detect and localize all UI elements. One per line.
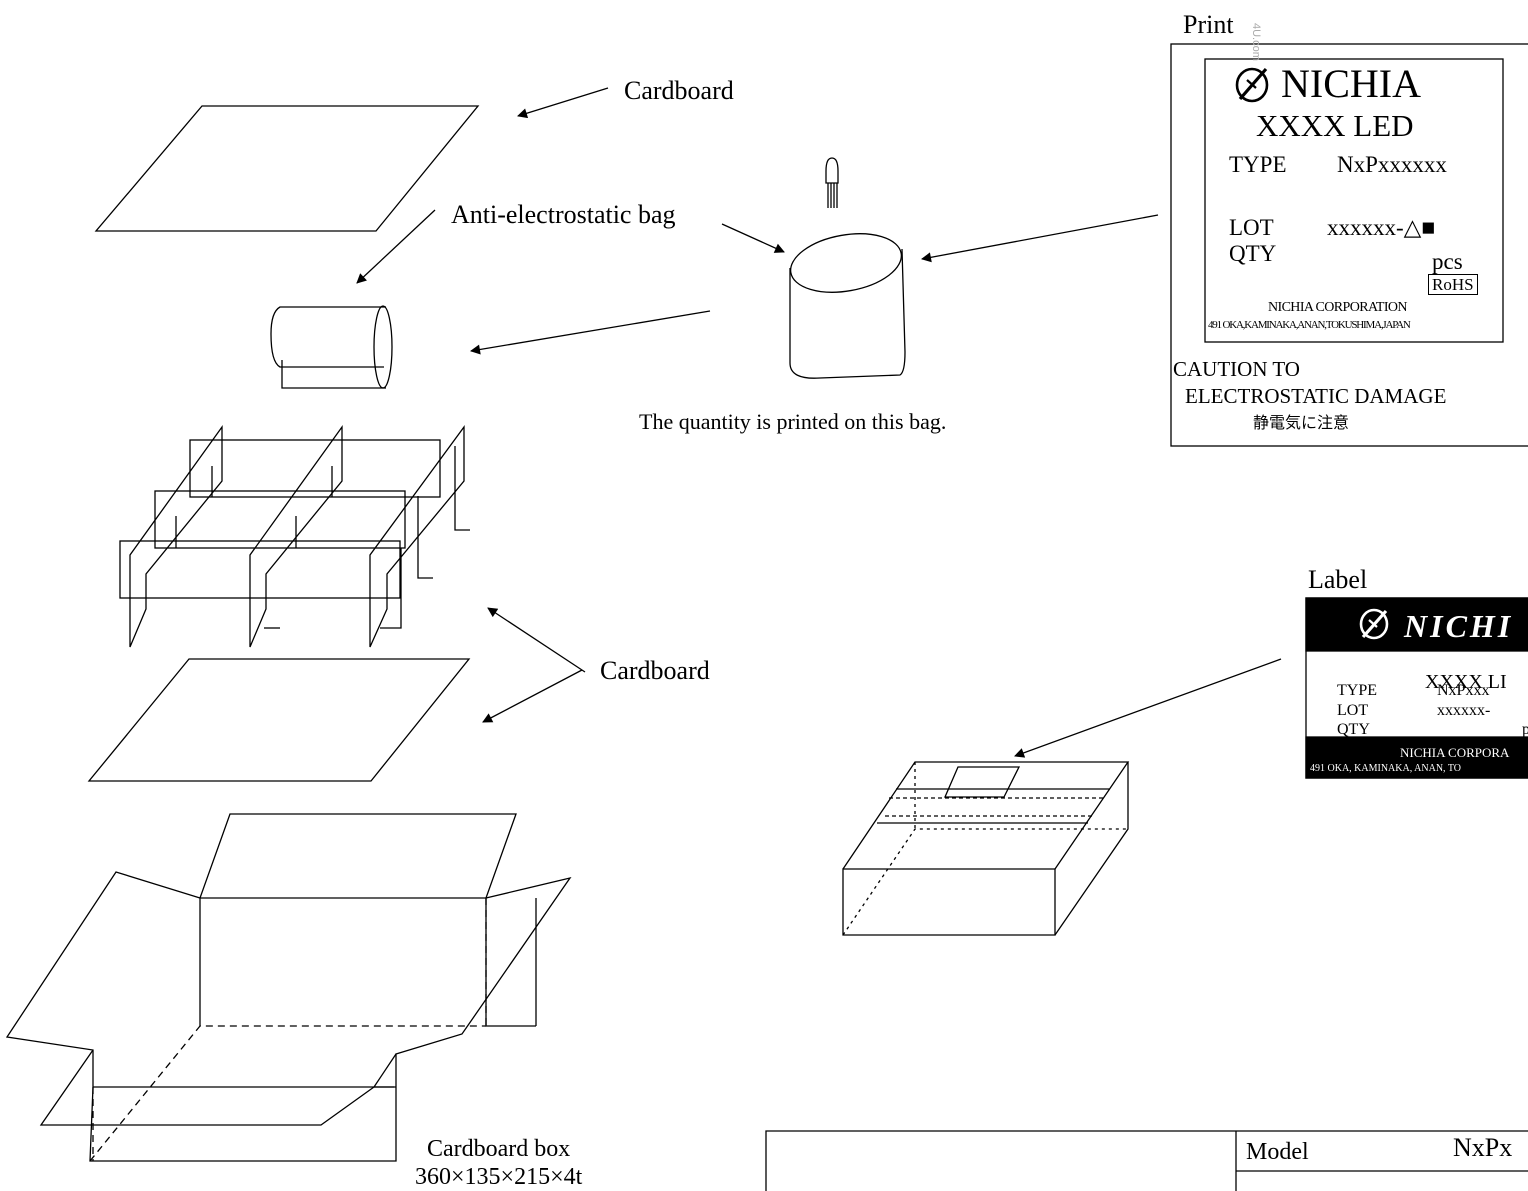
label-address: 491 OKA, KAMINAKA, ANAN, TO <box>1310 763 1462 774</box>
print-type-value: NxPxxxxxx <box>1337 152 1447 177</box>
arrow-cardboard-middle <box>482 669 583 723</box>
cardboard-box-dims: 360×135×215×4t <box>415 1164 583 1190</box>
label-panel-title: Label <box>1308 565 1368 594</box>
label-lot-label: LOT <box>1337 702 1369 719</box>
leader-arrows <box>356 87 1282 758</box>
arrow-bag-to-roll <box>356 209 436 284</box>
print-panel-title: Print <box>1183 10 1234 39</box>
nichia-logo-label <box>1359 608 1389 640</box>
label-corp: NICHIA CORPORA <box>1400 745 1510 760</box>
print-lot-label: LOT <box>1229 215 1274 240</box>
print-panel-frame <box>1170 43 1528 447</box>
cardboard-top-label: Cardboard <box>624 76 734 105</box>
label-header-band <box>1305 597 1528 652</box>
nichia-logo-print <box>1235 67 1269 103</box>
arrow-bag-to-bag <box>721 223 785 253</box>
print-brand: NICHIA <box>1281 61 1421 106</box>
watermark: 4U.com <box>1250 23 1262 61</box>
caution-jp: 静電気に注意 <box>1253 413 1350 432</box>
open-cardboard-box <box>5 813 572 1162</box>
label-qty-value: p <box>1522 721 1528 738</box>
cardboard-sheet-middle <box>87 658 471 782</box>
label-footer-band <box>1305 736 1528 779</box>
title-block <box>765 1130 1528 1191</box>
arrow-cardboard-top <box>517 87 609 119</box>
print-product: XXXX LED <box>1256 108 1414 143</box>
print-qty-unit: pcs <box>1432 249 1463 274</box>
cardboard-box-label: Cardboard box <box>427 1136 571 1162</box>
bag-drawing <box>789 233 906 379</box>
arrow-bag-to-roll-2 <box>470 310 711 355</box>
antistatic-bag-label: Anti-electrostatic bag <box>451 200 676 229</box>
arrow-cardboard-partition <box>487 607 586 673</box>
label-lot-value: xxxxxx- <box>1437 702 1491 719</box>
caution-line-1: CAUTION TO <box>1173 357 1300 381</box>
print-type-label: TYPE <box>1229 152 1287 177</box>
closed-cardboard-box <box>842 761 1130 936</box>
led-drawing <box>825 157 839 208</box>
print-address: 491 OKA,KAMINAKA,ANAN,TOKUSHIMA,JAPAN <box>1208 319 1411 331</box>
label-product: XXXX LI <box>1425 671 1507 693</box>
cardboard-partition <box>119 424 470 648</box>
rolled-bag-drawing <box>270 305 393 389</box>
label-qty-label: QTY <box>1337 721 1370 738</box>
model-label: Model <box>1246 1139 1309 1165</box>
arrow-print-to-bag <box>921 214 1159 263</box>
label-brand: NICHI <box>1404 608 1514 644</box>
print-lot-value: xxxxxx-△■ <box>1327 215 1436 240</box>
model-value: NxPx <box>1453 1133 1513 1162</box>
caution-line-2: ELECTROSTATIC DAMAGE <box>1185 384 1447 408</box>
arrow-label-to-box <box>1014 658 1282 758</box>
cardboard-middle-label: Cardboard <box>600 656 710 685</box>
print-qty-label: QTY <box>1229 241 1277 266</box>
label-type-value: NxPxxx <box>1437 682 1490 699</box>
label-type-label: TYPE <box>1337 682 1377 699</box>
bag-note: The quantity is printed on this bag. <box>639 409 947 434</box>
print-corp: NICHIA CORPORATION <box>1268 300 1408 315</box>
cardboard-sheet-top <box>94 105 480 232</box>
rohs-badge: RoHS <box>1428 274 1478 295</box>
print-label-frame <box>1204 58 1504 343</box>
